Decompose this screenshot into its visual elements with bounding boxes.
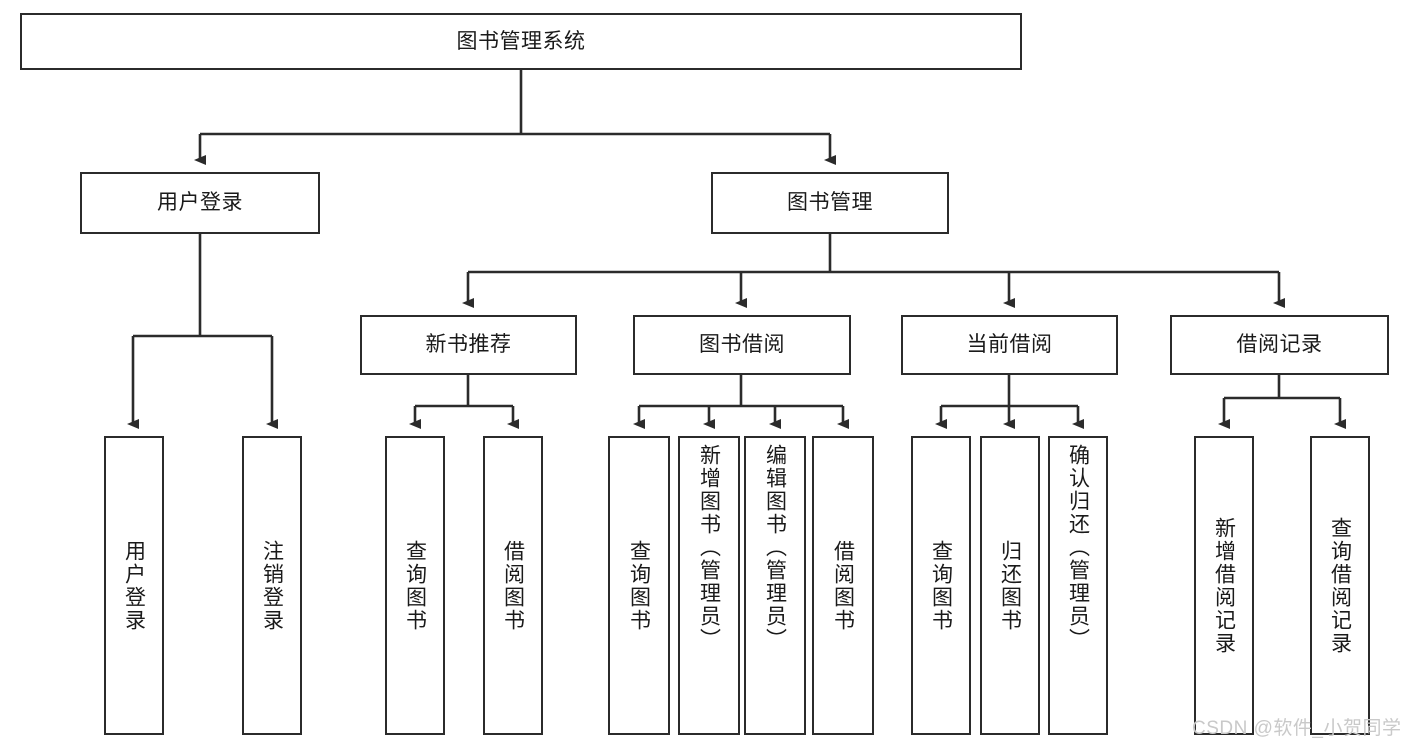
leaf-borrow-book[interactable]: 借阅图书 [812, 436, 874, 735]
node-book-management[interactable]: 图书管理 [711, 172, 949, 234]
leaf-query-book-current[interactable]: 查询图书 [911, 436, 971, 735]
leaf-add-borrow-record[interactable]: 新增借阅记录 [1194, 436, 1254, 735]
node-label: 编辑图书（管理员） [763, 444, 787, 651]
node-new-book-recommend[interactable]: 新书推荐 [360, 315, 577, 375]
node-label: 注销登录 [260, 539, 284, 632]
node-label: 确认归还（管理员） [1066, 444, 1090, 651]
node-user-login[interactable]: 用户登录 [80, 172, 320, 234]
node-label: 用户登录 [122, 539, 146, 632]
node-label: 新书推荐 [425, 333, 512, 357]
node-label: 借阅记录 [1236, 333, 1323, 357]
leaf-add-book-admin[interactable]: 新增图书（管理员） [678, 436, 740, 735]
node-label: 查询借阅记录 [1328, 516, 1352, 655]
leaf-edit-book-admin[interactable]: 编辑图书（管理员） [744, 436, 806, 735]
node-label: 用户登录 [157, 191, 243, 215]
leaf-logout[interactable]: 注销登录 [242, 436, 302, 735]
node-label: 借阅图书 [831, 539, 855, 632]
leaf-return-book[interactable]: 归还图书 [980, 436, 1040, 735]
node-label: 图书管理 [787, 191, 873, 215]
node-book-borrow[interactable]: 图书借阅 [633, 315, 851, 375]
node-root-system[interactable]: 图书管理系统 [20, 13, 1022, 70]
node-label: 借阅图书 [501, 539, 525, 632]
node-label: 新增图书（管理员） [697, 444, 721, 651]
node-label: 图书管理系统 [456, 29, 586, 53]
leaf-user-login[interactable]: 用户登录 [104, 436, 164, 735]
leaf-query-borrow-record[interactable]: 查询借阅记录 [1310, 436, 1370, 735]
leaf-query-book-recommend[interactable]: 查询图书 [385, 436, 445, 735]
leaf-borrow-book-recommend[interactable]: 借阅图书 [483, 436, 543, 735]
leaf-confirm-return-admin[interactable]: 确认归还（管理员） [1048, 436, 1108, 735]
watermark: CSDN @软件_小贺同学 [1192, 718, 1402, 739]
node-borrow-record[interactable]: 借阅记录 [1170, 315, 1389, 375]
node-label: 查询图书 [627, 539, 651, 632]
node-label: 查询图书 [403, 539, 427, 632]
node-label: 归还图书 [998, 539, 1022, 632]
leaf-query-book-borrow[interactable]: 查询图书 [608, 436, 670, 735]
node-label: 查询图书 [929, 539, 953, 632]
node-label: 新增借阅记录 [1212, 516, 1236, 655]
node-current-borrow[interactable]: 当前借阅 [901, 315, 1118, 375]
node-label: 图书借阅 [699, 333, 785, 357]
node-label: 当前借阅 [966, 333, 1053, 357]
